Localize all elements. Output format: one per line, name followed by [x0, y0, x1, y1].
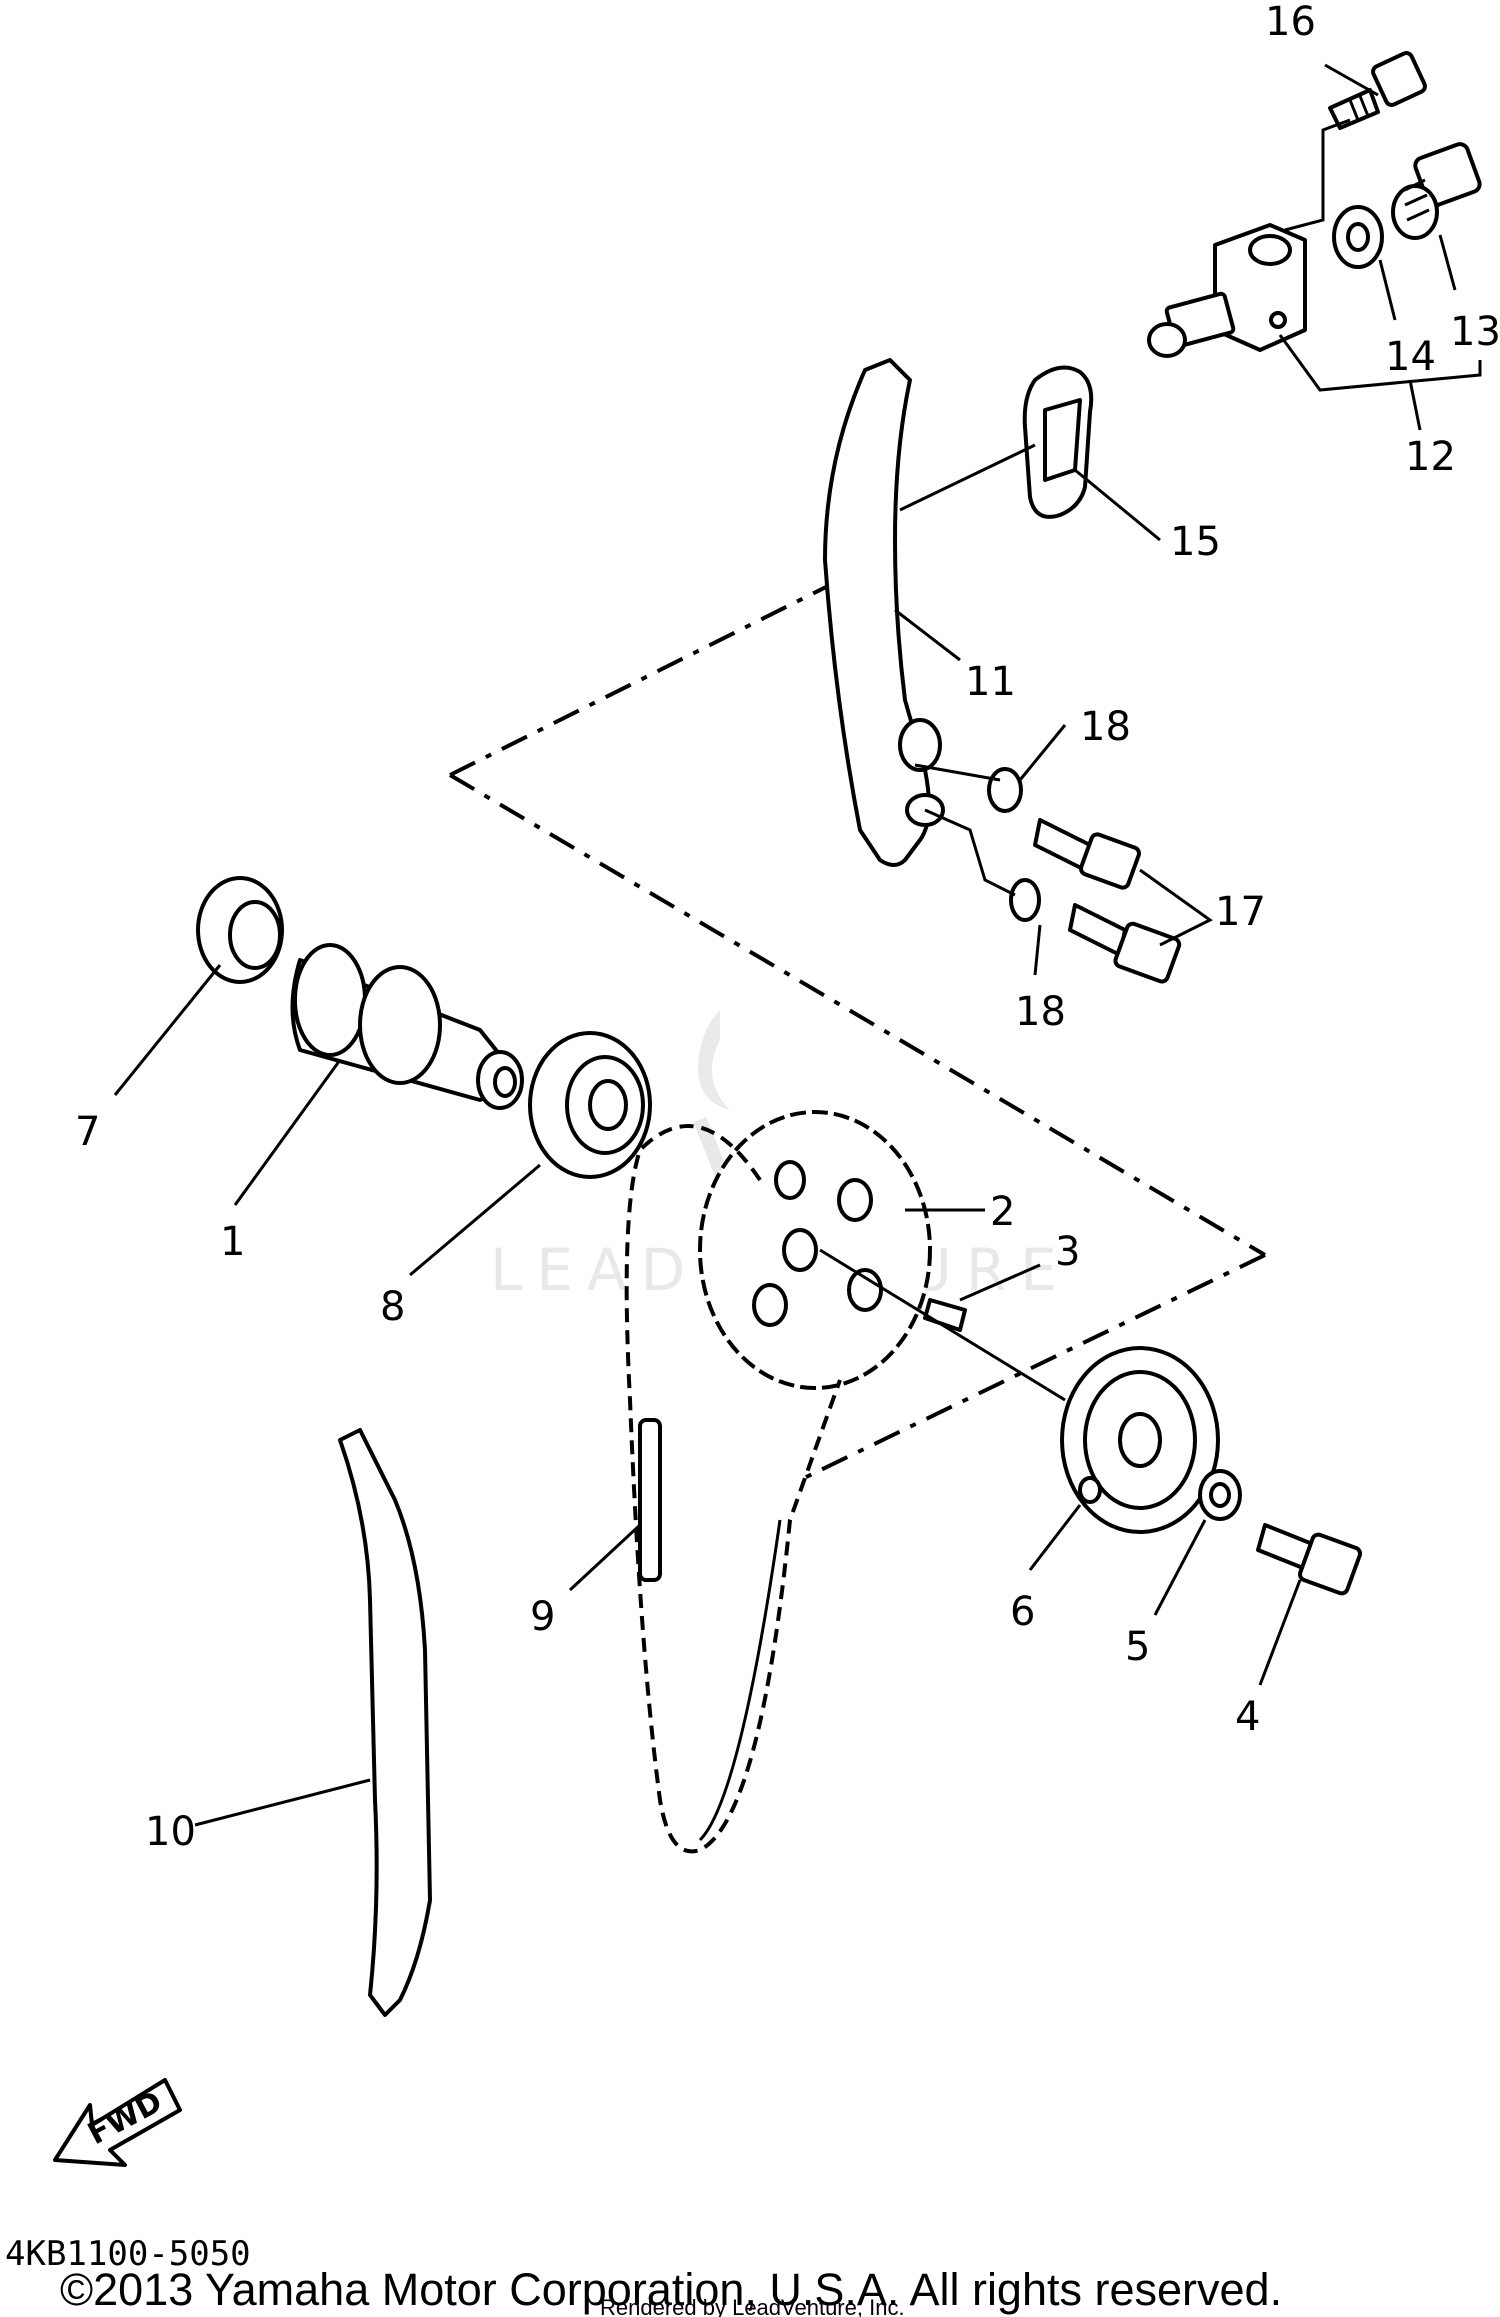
callout-3: 3: [1055, 1229, 1080, 1275]
callout-15: 15: [1170, 519, 1221, 565]
rendered-by-credit: Rendered by LeadVenture, Inc.: [600, 2295, 905, 2317]
callout-16: 16: [1265, 0, 1316, 45]
callout-7: 7: [75, 1109, 100, 1155]
part-3-dowel-pin: [923, 1298, 967, 1332]
copyright-notice: ©2013 Yamaha Motor Corporation, U.S.A. A…: [60, 2264, 1282, 2315]
part-17-bolts: [1033, 818, 1182, 984]
callout-13: 13: [1450, 309, 1500, 355]
part-code: 4KB1100-5050: [5, 2234, 251, 2274]
leader-lines: [113, 63, 1482, 1827]
callout-labels: 16 13 14 12 15 11 18 17 18 7 1 8 2 3 6 5…: [75, 0, 1500, 1855]
callout-1: 1: [220, 1219, 245, 1265]
part-1-camshaft: [290, 943, 524, 1110]
part-13-plug-bolt: [1391, 142, 1482, 240]
part-12-tensioner: [1147, 223, 1307, 358]
part-14-washer: [1332, 205, 1384, 269]
callout-8: 8: [380, 1284, 405, 1330]
part-16-bolt: [1328, 51, 1427, 130]
fwd-arrow-icon: FWD: [53, 2078, 182, 2167]
part-4-bolt: [1256, 1523, 1363, 1596]
part-15-gasket: [1022, 365, 1094, 519]
callout-10: 10: [145, 1809, 196, 1855]
part-11-chain-guide: [823, 358, 945, 867]
callout-11: 11: [965, 659, 1016, 705]
part-2-cam-sprocket: [698, 1110, 932, 1390]
part-7-bearing: [196, 876, 284, 984]
part-10-chain-guide: [338, 1428, 432, 2017]
callout-6: 6: [1010, 1589, 1035, 1635]
part-9-timing-chain: [624, 1124, 842, 1854]
part-18-washers: [987, 767, 1041, 922]
callout-2: 2: [990, 1189, 1015, 1235]
part-6-decompressor: [1060, 1346, 1220, 1534]
callout-14: 14: [1385, 334, 1436, 380]
callout-5: 5: [1125, 1624, 1150, 1670]
callout-17: 17: [1215, 889, 1266, 935]
assembly-outline: [448, 573, 1267, 1482]
part-5-washer: [1198, 1469, 1242, 1521]
callout-18-lower: 18: [1015, 989, 1066, 1035]
callout-9: 9: [530, 1594, 555, 1640]
callout-4: 4: [1235, 1694, 1260, 1740]
callout-12: 12: [1405, 434, 1456, 480]
callout-18-upper: 18: [1080, 704, 1131, 750]
part-8-bearing: [528, 1031, 652, 1179]
